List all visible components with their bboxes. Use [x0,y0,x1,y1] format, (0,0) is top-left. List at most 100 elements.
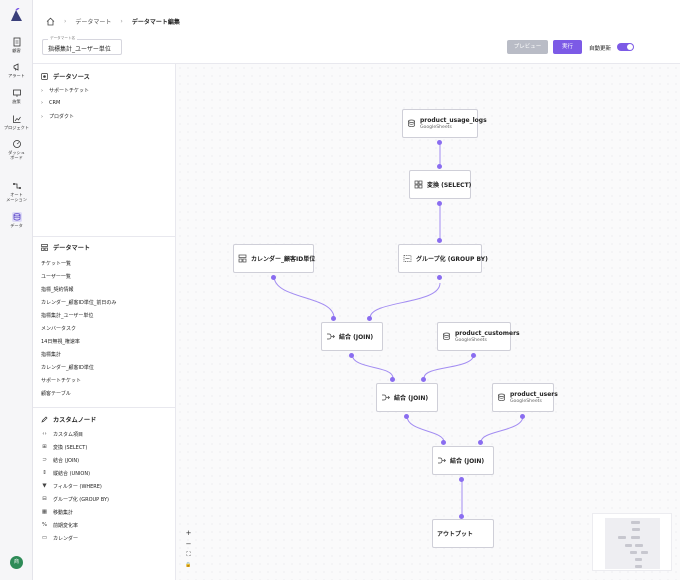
custom-node-label: グループ化 (GROUP BY) [53,497,109,503]
datasource-label: プロダクト [49,114,75,120]
node-port[interactable] [437,164,442,169]
node-port[interactable] [367,316,372,321]
node-port[interactable] [437,275,442,280]
node-title: グループ化 (GROUP BY) [416,256,488,263]
node-port[interactable] [390,377,395,382]
node-port[interactable] [349,353,354,358]
custom-node-calendar[interactable]: ▭カレンダー [41,535,78,542]
rail-item-alerts[interactable]: アラート [0,62,33,78]
home-icon[interactable] [46,17,55,26]
node-port[interactable] [404,414,409,419]
datamart-item[interactable]: チケット一覧 [41,261,72,267]
auto-update-toggle[interactable] [617,43,634,51]
datasource-item-crm[interactable]: ›CRM [41,100,60,106]
moving-sum-icon: ▦ [41,509,48,515]
minimap[interactable] [592,513,672,571]
node-join-3[interactable]: 結合 (JOIN) [432,446,494,475]
node-port[interactable] [459,477,464,482]
datasource-item-product[interactable]: ›プロダクト [41,113,75,121]
rail-item-dashboard[interactable]: ダッシュ ボード [0,139,33,160]
rail-item-data[interactable]: データ [0,212,33,228]
node-join-1[interactable]: 結合 (JOIN) [321,322,383,351]
custom-node-join[interactable]: ⊃結合 (JOIN) [41,457,79,464]
rail-item-projects[interactable]: プロジェクト [0,114,33,130]
minimap-node [631,521,640,524]
node-port[interactable] [471,353,476,358]
node-port[interactable] [520,414,525,419]
avatar[interactable]: 商 [10,556,23,569]
chevron-right-icon: › [64,17,67,25]
fit-view-button[interactable]: ⛶ [186,551,191,558]
node-port[interactable] [437,140,442,145]
rail-item-automation[interactable]: オート メーション [0,181,33,202]
custom-node-change-rate[interactable]: %前期変化率 [41,522,78,529]
node-group-by[interactable]: グループ化 (GROUP BY) [398,244,488,273]
datasource-label: CRM [49,100,61,106]
custom-node-moving-sum[interactable]: ▦移動集計 [41,509,73,516]
node-title: カレンダー_顧客ID単位 [251,256,316,263]
percent-icon: % [41,522,48,528]
node-join-2[interactable]: 結合 (JOIN) [376,383,438,412]
custom-node-union[interactable]: ⇕縦結合 (UNION) [41,470,90,477]
datamart-item[interactable]: 14日無視_権速率 [41,339,80,345]
datamart-item[interactable]: メンバータスク [41,326,77,332]
preview-button[interactable]: プレビュー [507,40,548,54]
rail-item-measures[interactable]: 施策 [0,88,33,104]
zoom-out-button[interactable]: − [185,540,192,548]
datamart-item[interactable]: カレンダー_顧客ID単位_前日のみ [41,300,117,306]
node-title: 結合 (JOIN) [394,395,429,402]
rail-label: 顧客 [12,48,21,53]
custom-node-label: カスタム項目 [53,432,84,438]
run-button[interactable]: 実行 [553,40,582,54]
minimap-node [641,551,648,554]
grid-icon: ⊞ [42,444,47,450]
flow-canvas[interactable] [176,64,680,580]
zoom-in-button[interactable]: + [185,529,192,537]
minimap-viewport[interactable] [605,518,660,569]
node-select[interactable]: 変換 (SELECT) [409,170,471,199]
custom-node-select[interactable]: ⊞ 変換 (SELECT) [41,444,87,451]
divider [33,407,176,408]
node-port[interactable] [331,316,336,321]
custom-node-group[interactable]: ⊟グループ化 (GROUP BY) [41,496,109,503]
node-port[interactable] [271,275,276,280]
node-port[interactable] [459,514,464,519]
datamart-name-field[interactable]: データマート名 指標集計_ユーザー単位 [42,36,122,55]
pencil-icon [41,416,48,423]
datamart-item[interactable]: 指標_契約情報 [41,287,74,293]
datamart-item[interactable]: ユーザー一覧 [41,274,71,280]
custom-node-filter[interactable]: ▼フィルター (WHERE) [41,483,102,490]
node-calendar-customer[interactable]: カレンダー_顧客ID単位 [233,244,316,273]
node-title: product_usage_logs [420,117,487,124]
chevron-right-icon: › [120,17,123,25]
node-port[interactable] [478,440,483,445]
custom-node-custom-field[interactable]: ‹› カスタム項目 [41,431,83,438]
rail-label: アラート [8,73,25,78]
node-port[interactable] [441,440,446,445]
code-icon: ‹› [42,431,47,437]
node-port[interactable] [437,238,442,243]
minimap-node [630,551,637,554]
custom-node-label: 変換 (SELECT) [53,445,88,451]
datamart-item[interactable]: 指標集計 [41,352,62,358]
node-port[interactable] [421,377,426,382]
node-output[interactable]: アウトプット [432,519,494,548]
datamart-name-value[interactable]: 指標集計_ユーザー単位 [48,46,111,53]
datamart-item[interactable]: カレンダー_顧客ID単位 [41,365,94,371]
datamart-item[interactable]: 顧客テーブル [41,391,71,397]
breadcrumb-item[interactable]: データマート [75,18,112,26]
node-port[interactable] [437,201,442,206]
datamart-item[interactable]: サポートチケット [41,378,82,384]
breadcrumb: › データマート › データマート編集 [46,15,180,27]
datamart-item[interactable]: 指標集計_ユーザー単位 [41,313,94,319]
lock-button[interactable]: 🔒 [185,562,192,568]
union-icon: ⇕ [42,470,47,476]
datasource-item-support[interactable]: ›サポートチケット [41,87,89,95]
custom-node-section-title: カスタムノード [41,415,96,424]
breadcrumb-current: データマート編集 [131,18,180,26]
rail-item-customers[interactable]: 顧客 [0,37,33,53]
custom-node-label: フィルター (WHERE) [53,484,102,490]
